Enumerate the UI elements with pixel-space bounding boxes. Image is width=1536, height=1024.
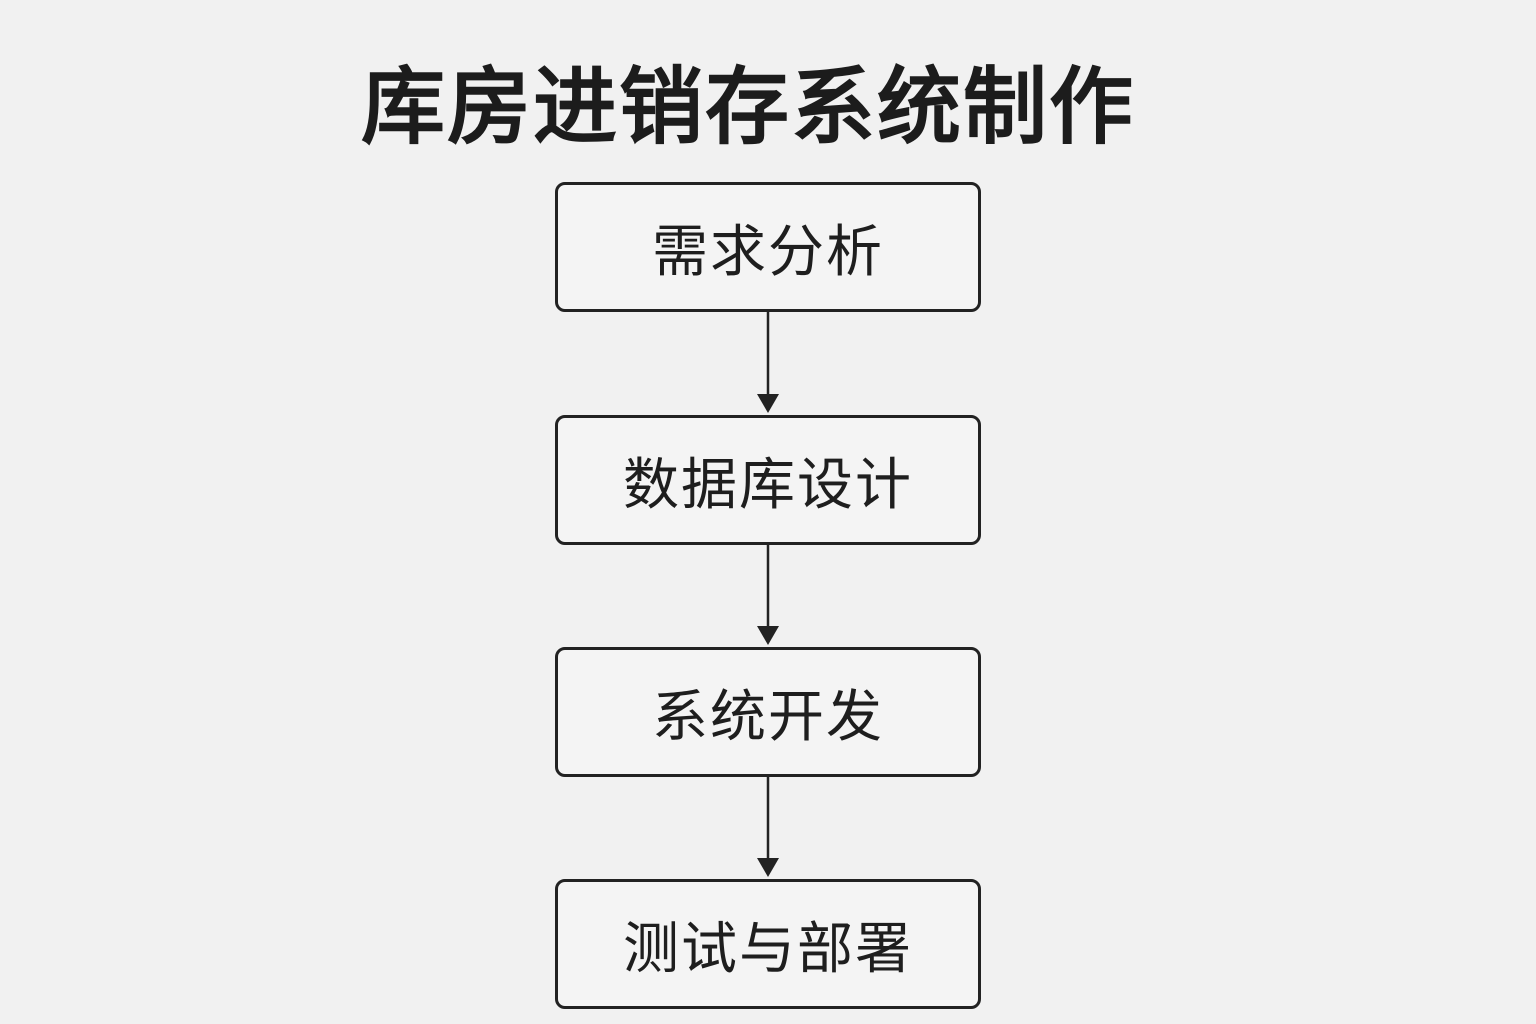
step-system-development: 系统开发 [555, 647, 981, 777]
arrowhead-3 [757, 858, 779, 877]
step-label: 系统开发 [652, 684, 884, 750]
step-label: 测试与部署 [623, 916, 913, 982]
diagram-title: 库房进销存系统制作 [360, 58, 1135, 156]
step-testing-deployment: 测试与部署 [555, 879, 981, 1009]
step-database-design: 数据库设计 [555, 415, 981, 545]
arrowhead-1 [757, 394, 779, 413]
step-label: 数据库设计 [623, 452, 913, 518]
step-requirements-analysis: 需求分析 [555, 182, 981, 312]
arrowhead-2 [757, 626, 779, 645]
step-label: 需求分析 [652, 219, 884, 285]
